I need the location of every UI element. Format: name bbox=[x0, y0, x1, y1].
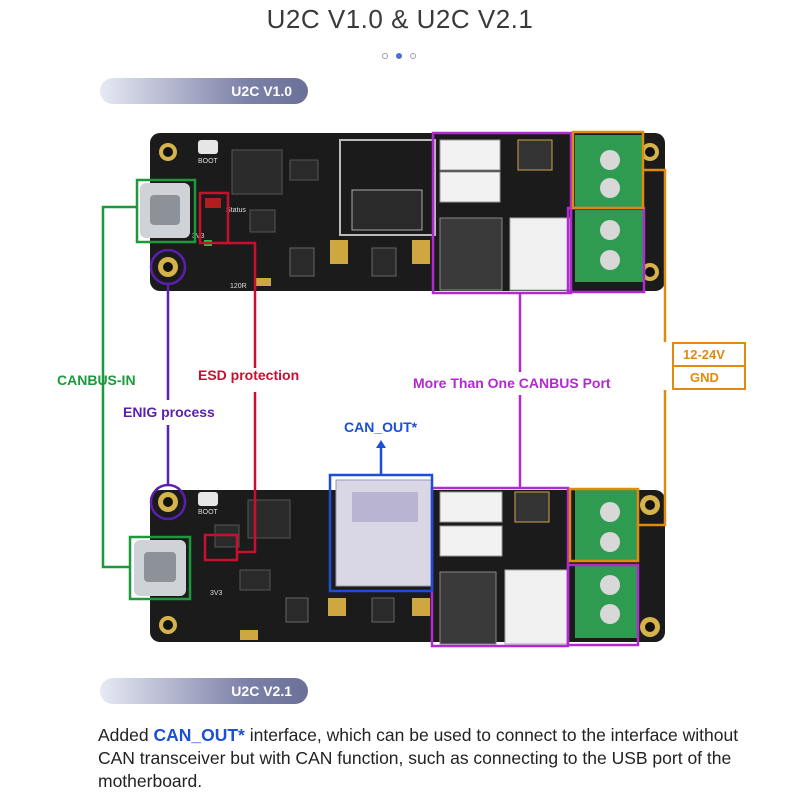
description-prefix: Added bbox=[98, 725, 154, 745]
silk-3v3-label-v2: 3V3 bbox=[210, 590, 223, 597]
esd-callout bbox=[198, 191, 257, 562]
page-title: U2C V1.0 & U2C V2.1 bbox=[266, 4, 534, 34]
badge-v2-label: U2C V2.1 bbox=[231, 683, 292, 699]
silk-3v3-label: 3V3 bbox=[192, 233, 205, 240]
board-v1 bbox=[140, 133, 665, 291]
silk-status-label: Status bbox=[226, 207, 246, 214]
silk-boot-label-v2: BOOT bbox=[198, 509, 219, 516]
can-out-callout bbox=[328, 440, 434, 593]
description-text: Added CAN_OUT* interface, which can be u… bbox=[98, 724, 748, 793]
can-out-label: CAN_OUT* bbox=[344, 419, 418, 435]
canbus-in-label: CANBUS-IN bbox=[57, 372, 136, 388]
silk-boot-label: BOOT bbox=[198, 158, 219, 165]
enig-callout bbox=[149, 248, 187, 521]
canbus-in-callout bbox=[101, 178, 197, 601]
silk-120r-label: 120R bbox=[230, 283, 247, 290]
canbus-ports-callout bbox=[430, 131, 646, 648]
power-callout bbox=[568, 130, 746, 563]
power-voltage-label: 12-24V bbox=[683, 347, 725, 362]
pagination-dot-active[interactable] bbox=[396, 53, 402, 59]
mount-hole-icon bbox=[158, 492, 660, 637]
jst-connector-icon bbox=[439, 139, 501, 171]
esd-protection-label: ESD protection bbox=[198, 367, 300, 383]
mcu-chip-icon bbox=[231, 149, 283, 195]
pagination-dot[interactable] bbox=[382, 53, 388, 59]
badge-v1: U2C V1.0 bbox=[100, 78, 308, 104]
pagination-dots[interactable] bbox=[382, 52, 422, 62]
description-rest: interface, which can be used to connect … bbox=[98, 725, 739, 791]
pagination-dot[interactable] bbox=[410, 53, 416, 59]
enig-process-label: ENIG process bbox=[123, 404, 215, 420]
badge-v2: U2C V2.1 bbox=[100, 678, 308, 704]
badge-v1-label: U2C V1.0 bbox=[231, 83, 292, 99]
mount-hole-icon bbox=[158, 143, 659, 281]
power-gnd-label: GND bbox=[690, 370, 719, 385]
board-v2 bbox=[134, 479, 665, 645]
canbus-port-label: More Than One CANBUS Port bbox=[413, 375, 611, 391]
description-highlight: CAN_OUT* bbox=[153, 725, 245, 745]
